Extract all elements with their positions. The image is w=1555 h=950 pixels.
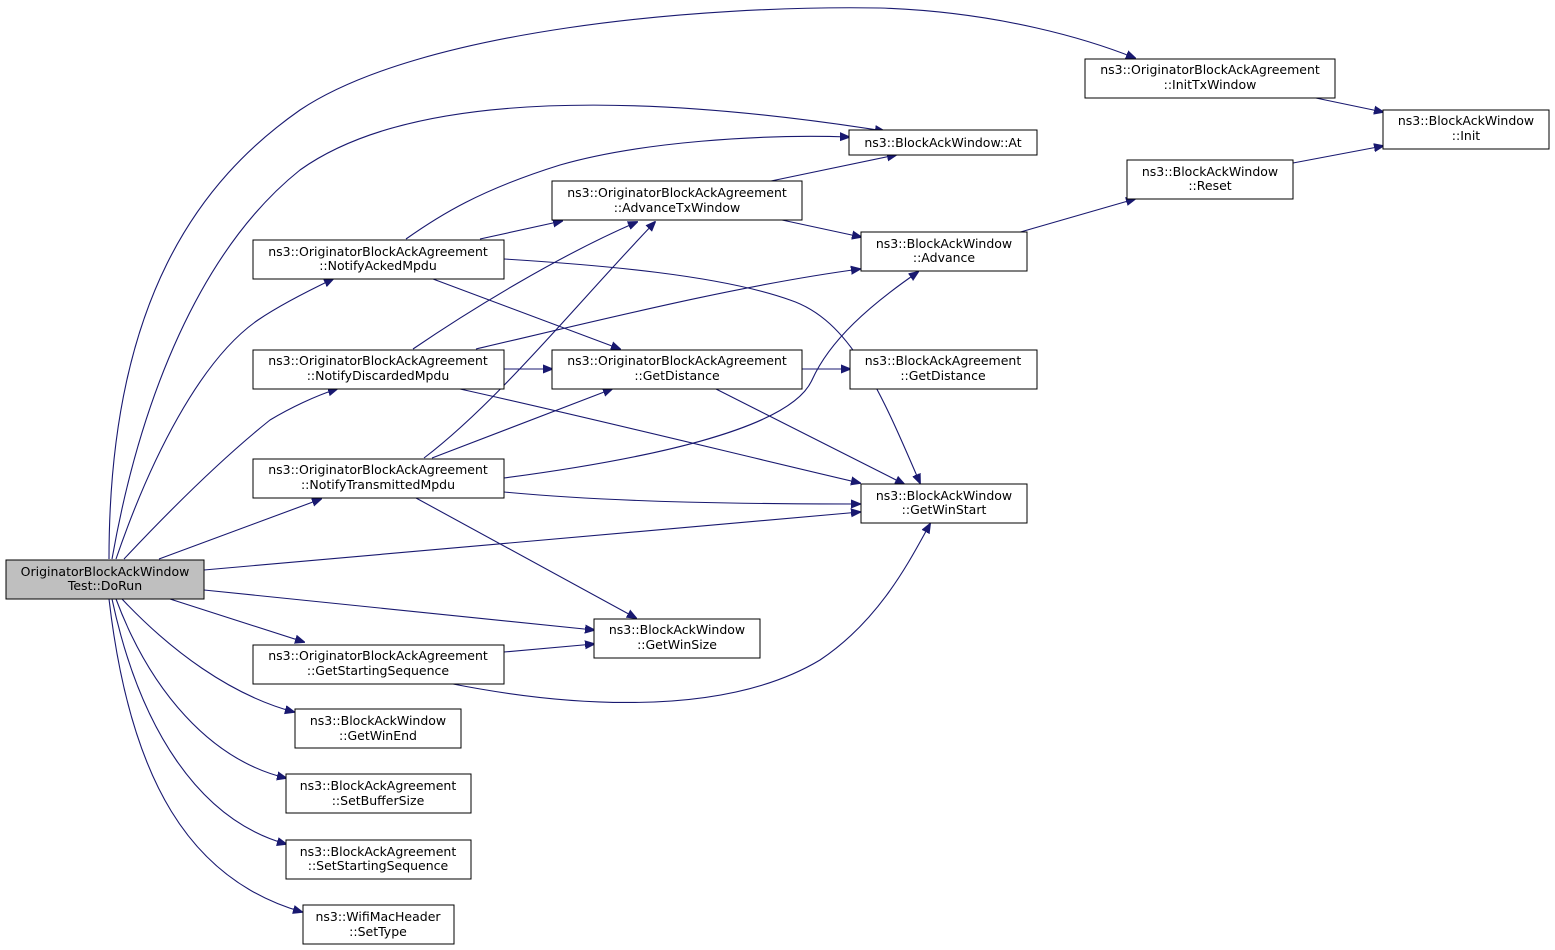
edge-getstartingseq-to-getwinstart	[452, 524, 930, 703]
edge-notifyacked-to-getwinstart	[503, 258, 920, 483]
svg-text:::GetWinSize: ::GetWinSize	[637, 637, 717, 652]
node-oba-getdistance[interactable]: ns3::OriginatorBlockAckAgreement ::GetDi…	[551, 349, 803, 390]
svg-text:::Reset: ::Reset	[1188, 178, 1231, 193]
edge-notifytransmitted-to-getdistance	[431, 389, 612, 459]
edge-notifydiscarded-to-getwinstart	[459, 388, 860, 483]
edge-notifydiscarded-to-advance	[475, 269, 860, 350]
node-baw-advance[interactable]: ns3::BlockAckWindow ::Advance	[860, 231, 1028, 272]
edge-advancetx-to-advance	[781, 219, 861, 237]
svg-text:ns3::BlockAckWindow: ns3::BlockAckWindow	[876, 488, 1012, 503]
edge-root-to-getstartingseq	[169, 598, 304, 642]
svg-text:ns3::BlockAckWindow::At: ns3::BlockAckWindow::At	[864, 135, 1021, 150]
edge-root-to-notifyacked	[115, 279, 333, 560]
svg-text:ns3::OriginatorBlockAckAgreeme: ns3::OriginatorBlockAckAgreement	[567, 353, 787, 368]
edge-root-to-getwinsize	[203, 589, 594, 630]
node-root-dorun[interactable]: OriginatorBlockAckWindow Test::DoRun	[5, 559, 205, 600]
svg-text:ns3::BlockAckAgreement: ns3::BlockAckAgreement	[300, 778, 457, 793]
node-oba-notifyackedmpdu[interactable]: ns3::OriginatorBlockAckAgreement ::Notif…	[252, 239, 505, 280]
node-baw-at[interactable]: ns3::BlockAckWindow::At	[848, 129, 1038, 156]
svg-text:ns3::OriginatorBlockAckAgreeme: ns3::OriginatorBlockAckAgreement	[567, 185, 787, 200]
node-oba-notifytransmittedmpdu[interactable]: ns3::OriginatorBlockAckAgreement ::Notif…	[252, 458, 505, 499]
nodes: OriginatorBlockAckWindow Test::DoRun ns3…	[5, 58, 1550, 945]
svg-text:::Init: ::Init	[1452, 128, 1481, 143]
edge-notifytransmitted-to-getwinstart	[503, 491, 860, 504]
edge-root-to-getwinend	[121, 598, 294, 712]
svg-text:::AdvanceTxWindow: ::AdvanceTxWindow	[614, 200, 741, 215]
edge-root-to-getwinstart	[203, 512, 860, 571]
svg-text:ns3::OriginatorBlockAckAgreeme: ns3::OriginatorBlockAckAgreement	[268, 353, 488, 368]
edge-reset-to-init	[1292, 146, 1383, 164]
svg-text:::Advance: ::Advance	[913, 250, 976, 265]
svg-text:ns3::OriginatorBlockAckAgreeme: ns3::OriginatorBlockAckAgreement	[268, 462, 488, 477]
edge-inittx-to-init	[1310, 96, 1383, 112]
node-baa-getdistance[interactable]: ns3::BlockAckAgreement ::GetDistance	[849, 349, 1038, 390]
svg-text:::GetWinStart: ::GetWinStart	[902, 502, 987, 517]
edge-advance-to-reset	[1016, 199, 1135, 234]
edge-getstartingseq-to-getwinsize	[503, 644, 594, 653]
edge-root-to-at	[111, 104, 884, 560]
edge-root-to-notifytransmitted	[158, 499, 321, 560]
svg-text:ns3::BlockAckWindow: ns3::BlockAckWindow	[1142, 164, 1278, 179]
edge-root-to-settype	[108, 598, 302, 912]
node-oba-notifydiscardedmpdu[interactable]: ns3::OriginatorBlockAckAgreement ::Notif…	[252, 349, 505, 390]
svg-text:::GetStartingSequence: ::GetStartingSequence	[307, 663, 450, 678]
node-baw-reset[interactable]: ns3::BlockAckWindow ::Reset	[1126, 159, 1294, 200]
svg-text:ns3::OriginatorBlockAckAgreeme: ns3::OriginatorBlockAckAgreement	[1100, 62, 1320, 77]
edge-advancetx-to-at	[770, 155, 896, 182]
svg-text:ns3::OriginatorBlockAckAgreeme: ns3::OriginatorBlockAckAgreement	[268, 648, 488, 663]
svg-text:::NotifyDiscardedMpdu: ::NotifyDiscardedMpdu	[307, 368, 450, 383]
edge-notifyacked-to-advancetx	[479, 221, 562, 240]
node-oba-advancetxwindow[interactable]: ns3::OriginatorBlockAckAgreement ::Advan…	[551, 180, 803, 221]
edge-getdistance-to-getwinstart	[715, 388, 904, 484]
svg-text:ns3::WifiMacHeader: ns3::WifiMacHeader	[315, 909, 441, 924]
node-oba-inittxwindow[interactable]: ns3::OriginatorBlockAckAgreement ::InitT…	[1084, 58, 1336, 99]
svg-text:::InitTxWindow: ::InitTxWindow	[1164, 77, 1257, 92]
svg-text:::NotifyAckedMpdu: ::NotifyAckedMpdu	[319, 258, 437, 273]
edge-notifyacked-to-getdistance	[432, 278, 620, 349]
edge-notifyacked-to-at	[405, 136, 849, 240]
node-baw-getwinsize[interactable]: ns3::BlockAckWindow ::GetWinSize	[593, 618, 761, 659]
svg-text:ns3::OriginatorBlockAckAgreeme: ns3::OriginatorBlockAckAgreement	[268, 244, 488, 259]
node-baa-setbuffersize[interactable]: ns3::BlockAckAgreement ::SetBufferSize	[285, 773, 472, 814]
edge-notifydiscarded-to-advancetx	[412, 222, 637, 350]
edge-root-to-setstartingseq	[111, 598, 286, 844]
node-baw-init[interactable]: ns3::BlockAckWindow ::Init	[1382, 109, 1550, 150]
node-wifimacheader-settype[interactable]: ns3::WifiMacHeader ::SetType	[302, 904, 455, 945]
svg-text:::GetDistance: ::GetDistance	[900, 368, 986, 383]
node-oba-getstartingsequence[interactable]: ns3::OriginatorBlockAckAgreement ::GetSt…	[252, 644, 505, 685]
svg-text:OriginatorBlockAckWindow: OriginatorBlockAckWindow	[21, 564, 190, 579]
svg-text:ns3::BlockAckAgreement: ns3::BlockAckAgreement	[865, 353, 1022, 368]
edge-notifytransmitted-to-getwinsize	[415, 497, 636, 618]
svg-text:::NotifyTransmittedMpdu: ::NotifyTransmittedMpdu	[301, 477, 455, 492]
svg-text:::GetWinEnd: ::GetWinEnd	[339, 728, 417, 743]
svg-text:Test::DoRun: Test::DoRun	[67, 578, 142, 593]
svg-text:ns3::BlockAckWindow: ns3::BlockAckWindow	[1398, 113, 1534, 128]
node-baa-setstartingsequence[interactable]: ns3::BlockAckAgreement ::SetStartingSequ…	[285, 839, 472, 880]
edges	[108, 7, 1383, 912]
svg-text:::GetDistance: ::GetDistance	[634, 368, 720, 383]
svg-text:ns3::BlockAckWindow: ns3::BlockAckWindow	[310, 713, 446, 728]
edge-root-to-notifydiscarded	[123, 389, 337, 560]
svg-text:::SetType: ::SetType	[349, 924, 407, 939]
svg-text:ns3::BlockAckAgreement: ns3::BlockAckAgreement	[300, 844, 457, 859]
svg-text:ns3::BlockAckWindow: ns3::BlockAckWindow	[609, 622, 745, 637]
edge-notifytransmitted-to-advancetx	[423, 222, 655, 459]
svg-text:::SetStartingSequence: ::SetStartingSequence	[308, 858, 449, 873]
svg-text:ns3::BlockAckWindow: ns3::BlockAckWindow	[876, 236, 1012, 251]
edge-root-to-inittx	[108, 7, 1135, 560]
edge-root-to-setbuffersize	[115, 598, 286, 778]
node-baw-getwinstart[interactable]: ns3::BlockAckWindow ::GetWinStart	[860, 483, 1028, 524]
svg-text:::SetBufferSize: ::SetBufferSize	[332, 793, 425, 808]
node-baw-getwinend[interactable]: ns3::BlockAckWindow ::GetWinEnd	[294, 708, 462, 749]
edge-notifytransmitted-to-advance	[503, 272, 918, 479]
